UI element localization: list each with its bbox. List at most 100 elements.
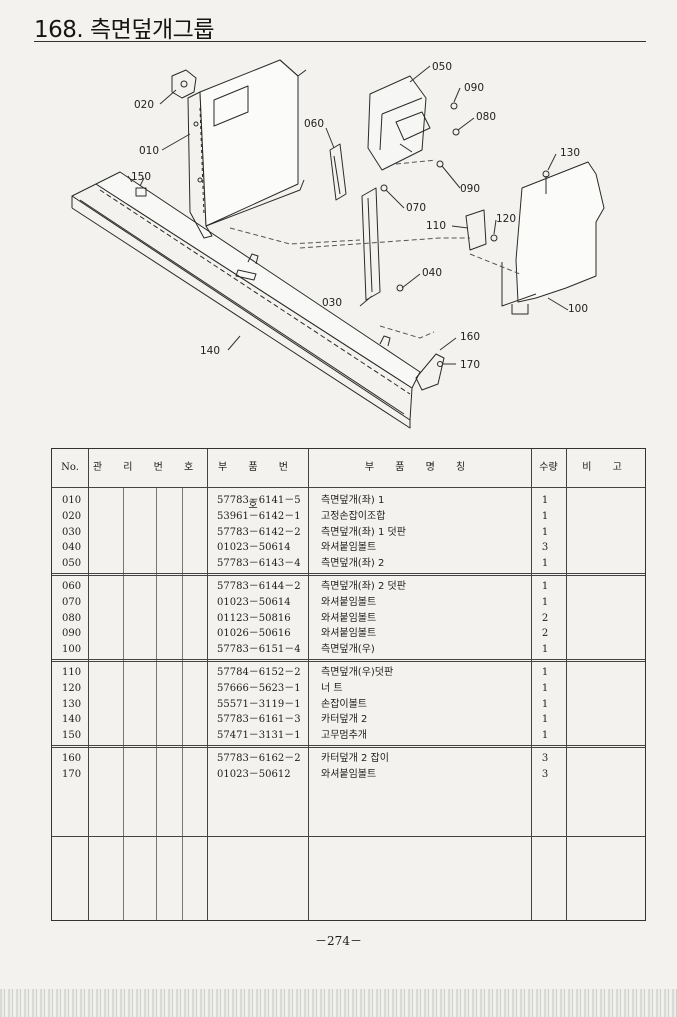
quantity: 2 (541, 612, 549, 624)
part-100-right-side-cover (501, 161, 605, 315)
part-name: 너 트 (321, 682, 343, 694)
col-divider (566, 449, 567, 920)
part-name: 손잡이볼트 (321, 698, 367, 710)
callout-100: 100 (568, 303, 588, 315)
callout-leader-lines (139, 65, 569, 365)
page-title: 168. 측면덮개그룹 (34, 17, 214, 43)
header-no: No. (61, 462, 79, 473)
group-divider (52, 745, 645, 748)
col-divider (156, 487, 157, 920)
row-number: 140 (62, 714, 82, 726)
callout-130: 130 (560, 147, 580, 159)
group-divider (52, 573, 645, 576)
callout-120: 120 (496, 213, 516, 225)
quantity: 1 (541, 581, 549, 592)
row-number: 010 (62, 495, 82, 506)
part-150-rubber-stopper (127, 175, 147, 197)
part-name: 측면덮개(우)덧판 (321, 667, 394, 678)
quantity: 1 (541, 526, 549, 538)
row-number: 160 (62, 753, 82, 764)
part-name: 측면덮개(좌) 2 덧판 (321, 581, 406, 592)
part-120-nut-shape (490, 234, 498, 242)
part-030-cover-plate (361, 187, 381, 301)
row-number: 170 (62, 768, 82, 780)
assembly-guide-lines (229, 159, 521, 339)
row-number: 090 (62, 628, 82, 640)
part-number: 01026－50616 (217, 628, 291, 640)
part-number: 57783－6161－3 (217, 714, 301, 726)
title-divider (34, 41, 646, 42)
part-number: 01123－50816 (217, 612, 291, 624)
part-060-cover-plate (329, 143, 347, 201)
header-part-name: 부 품 명 칭 (364, 462, 475, 473)
part-number: 57784－6152－2 (217, 667, 301, 678)
header-remarks: 비 고 (582, 462, 631, 473)
scan-edge-strip (0, 989, 677, 1017)
col-divider (308, 449, 309, 920)
col-divider (88, 449, 89, 920)
col-divider (182, 487, 183, 920)
quantity: 1 (541, 730, 549, 742)
part-number: 53961－6142－1 (217, 510, 301, 522)
part-number: 57783－6144－2 (217, 581, 301, 592)
quantity: 1 (541, 667, 549, 678)
part-number: 57783－6151－4 (217, 644, 301, 656)
callout-060: 060 (304, 118, 324, 130)
exploded-parts-diagram: 020 010 030 040 050 060 070 080 090 090 … (71, 59, 605, 429)
part-number: 57471－3131－1 (217, 730, 301, 742)
quantity: 1 (541, 558, 549, 570)
header-quantity: 수량 (539, 462, 558, 473)
quantity: 3 (541, 542, 549, 554)
part-name: 측면덮개(좌) 2 (321, 558, 385, 570)
quantity: 3 (541, 753, 549, 764)
group-divider (52, 659, 645, 662)
callout-090-lower: 090 (460, 183, 480, 195)
row-number: 070 (62, 596, 82, 608)
part-130-handle-bolt (542, 170, 550, 194)
row-number: 100 (62, 644, 82, 656)
callout-030: 030 (322, 297, 342, 309)
row-number: 110 (62, 667, 82, 678)
quantity: 1 (541, 596, 549, 608)
quantity: 1 (541, 714, 549, 726)
part-050-left-side-cover-2 (367, 75, 431, 171)
quantity: 1 (541, 682, 549, 694)
quantity: 1 (541, 495, 549, 506)
part-number: 01023－50614 (217, 596, 291, 608)
col-divider (531, 449, 532, 920)
part-080-090-bolts (380, 102, 460, 292)
part-number: 01023－50614 (217, 542, 291, 554)
part-020-fixing-handle (171, 69, 197, 99)
page-number: －274－ (315, 934, 362, 948)
quantity: 1 (541, 510, 549, 522)
part-number: 57783－6142－2 (217, 526, 301, 538)
col-divider (207, 449, 208, 920)
callout-020: 020 (134, 99, 154, 111)
group-divider (52, 836, 645, 837)
row-number: 040 (62, 542, 82, 554)
row-number: 130 (62, 698, 82, 710)
part-name: 와셔붙임볼트 (321, 542, 377, 554)
part-name: 카터덮개 2 잡이 (321, 753, 389, 764)
row-number: 150 (62, 730, 82, 742)
part-number: 57783－6143－4 (217, 558, 301, 570)
callout-040: 040 (422, 267, 442, 279)
callout-150: 150 (131, 171, 151, 183)
row-number: 120 (62, 682, 82, 694)
part-name: 고무멈추개 (321, 730, 367, 742)
part-name: 고정손잡이조합 (321, 510, 386, 522)
callout-070: 070 (406, 202, 426, 214)
part-name: 와셔붙임볼트 (321, 768, 377, 780)
header-management-number: 관 리 번 호 (92, 462, 203, 473)
row-number: 050 (62, 558, 82, 570)
callout-160: 160 (460, 331, 480, 343)
part-number: 55571－3119－1 (217, 698, 301, 710)
callout-170: 170 (460, 359, 480, 371)
row-number: 030 (62, 526, 82, 538)
col-divider (123, 487, 124, 920)
part-number: 57783－6141－5 (217, 495, 301, 506)
part-name: 측면덮개(우) (321, 644, 375, 656)
callout-090-upper: 090 (464, 82, 484, 94)
part-name: 와셔붙임볼트 (321, 596, 377, 608)
